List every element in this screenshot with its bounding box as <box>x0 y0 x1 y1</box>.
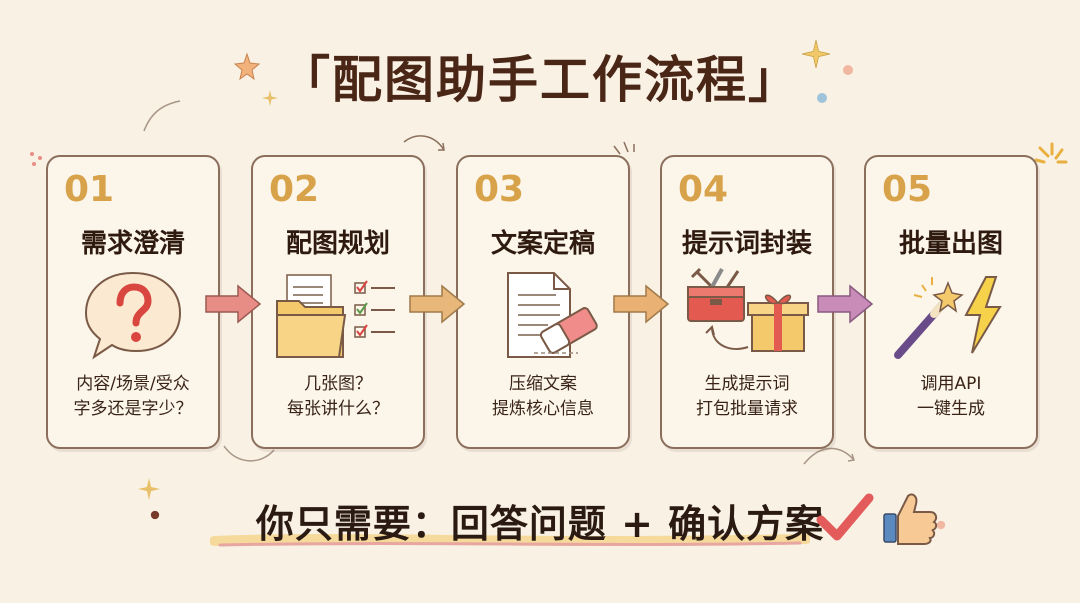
step-description: 生成提示词 打包批量请求 <box>662 372 832 422</box>
arrow-right-icon <box>613 284 670 324</box>
step-description-line: 字多还是字少？ <box>73 399 193 419</box>
curved-arrow-icon <box>223 445 275 462</box>
sparkle-icon <box>802 40 830 68</box>
step-title: 提示词封装 <box>681 229 812 259</box>
step-description-line: 一键生成 <box>917 399 985 419</box>
sparkle-icon <box>138 478 160 500</box>
step-card-3: 03 文案定稿 压缩文案 提炼核心信息 <box>456 155 630 449</box>
dot-icon <box>150 510 160 520</box>
thumbs-up-icon <box>883 493 938 545</box>
step-card-1: 01 需求澄清 内容/场景/受众 字多还是字少？ <box>46 155 220 449</box>
dot-icon <box>843 65 853 75</box>
step-title: 配图规划 <box>285 229 390 259</box>
sparkle-icon <box>262 90 278 106</box>
dot-icon <box>817 93 827 103</box>
step-card-2: 02 配图规划 几张图？ 每张讲什么？ <box>251 155 425 449</box>
step-title: 文案定稿 <box>490 229 595 259</box>
step-description-line: 调用API <box>920 374 982 394</box>
curved-arrow-icon <box>803 447 855 465</box>
step-description-line: 每张讲什么？ <box>287 399 389 419</box>
step-description-line: 内容/场景/受众 <box>76 374 190 394</box>
dot-cluster-icon <box>30 152 42 166</box>
step-description-line: 生成提示词 <box>704 374 790 394</box>
step-title: 批量出图 <box>898 229 1003 259</box>
step-description-line: 提炼核心信息 <box>492 399 594 419</box>
arrow-right-icon <box>409 284 466 324</box>
step-number: 02 <box>269 169 320 210</box>
step-card-4: 04 提示词封装 生成提示词 打包批量请求 <box>660 155 834 449</box>
summary-row: 你只需要：回答问题 + 确认方案 <box>0 493 1080 548</box>
page-title: 「配图助手工作流程」 <box>280 51 800 109</box>
curved-arrow-icon <box>403 135 445 151</box>
summary-text: 你只需要：回答问题 + 确认方案 <box>255 502 825 546</box>
toolbox-gift-icon <box>687 267 809 352</box>
question-bubble-icon <box>84 271 182 360</box>
check-mark-icon <box>816 493 874 541</box>
step-card-5: 05 批量出图 调用API 一键生成 <box>864 155 1038 449</box>
step-description-line: 压缩文案 <box>509 374 577 394</box>
magic-wand-lightning-icon <box>894 276 1002 359</box>
arrow-right-icon <box>817 284 874 324</box>
step-description: 内容/场景/受众 字多还是字少？ <box>48 372 218 422</box>
burst-icon <box>1034 142 1068 164</box>
highlight-underline <box>210 534 810 547</box>
step-number: 03 <box>474 169 525 210</box>
step-number: 04 <box>678 169 729 210</box>
step-number: 05 <box>882 169 933 210</box>
step-description: 压缩文案 提炼核心信息 <box>458 372 628 422</box>
step-description: 几张图？ 每张讲什么？ <box>253 372 423 422</box>
curved-arrow-icon <box>613 141 635 155</box>
step-description-line: 打包批量请求 <box>696 399 798 419</box>
step-description: 调用API 一键生成 <box>866 372 1036 422</box>
step-number: 01 <box>64 169 115 210</box>
document-eraser-icon <box>507 272 598 358</box>
swirl-icon <box>143 100 181 132</box>
arrow-right-icon <box>205 284 262 324</box>
step-description-line: 几张图？ <box>304 374 372 394</box>
dot-icon <box>936 520 946 530</box>
folder-checklist-icon <box>276 274 395 358</box>
step-title: 需求澄清 <box>80 229 185 259</box>
star-icon <box>233 52 261 81</box>
